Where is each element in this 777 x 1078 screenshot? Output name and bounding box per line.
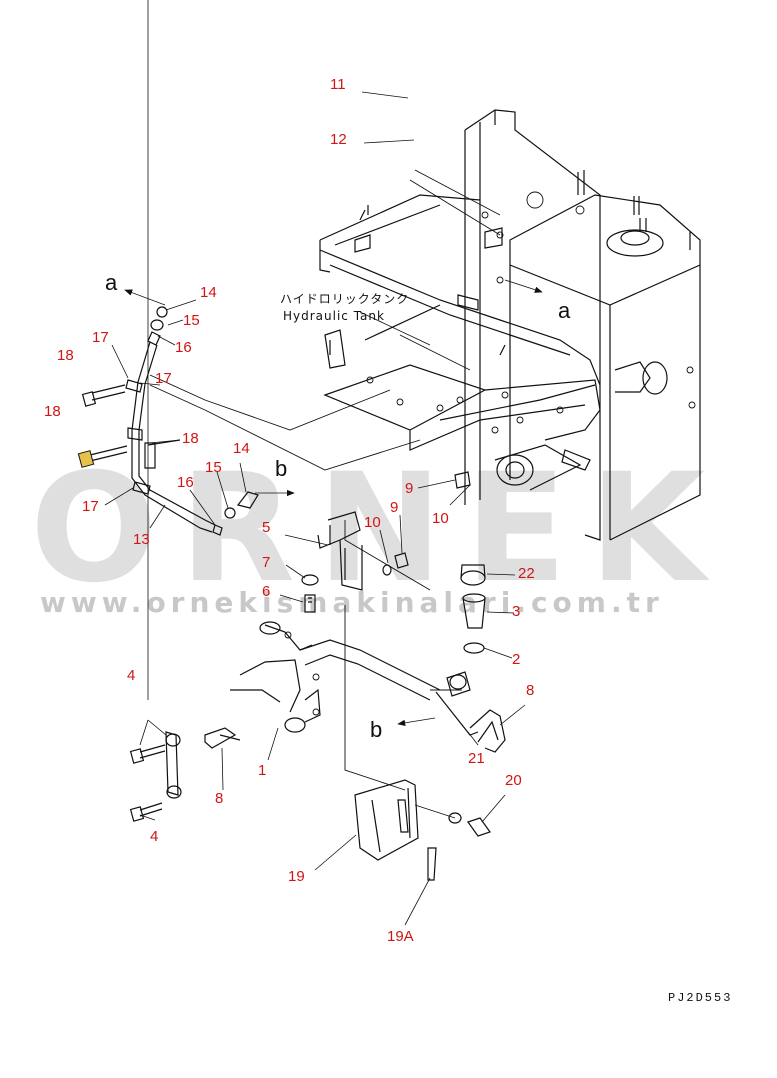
drawing-code: PJ2D553 (668, 991, 732, 1005)
routing-arrows: a a b b (105, 270, 571, 742)
callout-9-lower: 9 (390, 499, 398, 516)
callout-20: 20 (505, 772, 522, 789)
callout-16-top: 16 (175, 339, 192, 356)
callout-3: 3 (512, 603, 520, 620)
callout-19A: 19A (387, 928, 414, 945)
callout-2: 2 (512, 651, 520, 668)
callout-14-bottom: 14 (233, 440, 250, 457)
callout-10-left: 10 (364, 514, 381, 531)
callout-1: 1 (258, 762, 266, 779)
callout-7: 7 (262, 554, 270, 571)
callout-15-bottom: 15 (205, 459, 222, 476)
pilot-line-assembly (77, 306, 259, 536)
callout-12: 12 (330, 131, 347, 148)
callout-8-left: 8 (215, 790, 223, 807)
watermark-brand: ORNEK (30, 442, 727, 616)
leader-lines (104, 0, 526, 926)
callout-11: 11 (330, 76, 346, 93)
callout-16-bottom: 16 (177, 474, 194, 491)
lower-pipe-assembly (129, 605, 506, 881)
callout-4-top: 4 (127, 667, 135, 684)
callout-18-top: 18 (57, 347, 74, 364)
callout-17-top: 17 (92, 329, 109, 346)
callout-14-top: 14 (200, 284, 217, 301)
callout-8-right: 8 (526, 682, 534, 699)
watermark: ORNEK www.ornekismakinalari.com.tr (30, 442, 727, 619)
hose-routing (149, 169, 501, 471)
callout-21: 21 (468, 750, 485, 767)
breather-assembly (430, 564, 486, 697)
callout-22: 22 (518, 565, 535, 582)
arrow-label-b-bottom: b (370, 717, 382, 742)
tank-label-japanese: ハイドロリックタンク (280, 292, 409, 306)
tank-frame (319, 194, 601, 471)
callout-6: 6 (262, 583, 270, 600)
arrow-label-b-top: b (275, 456, 287, 481)
callout-15-top: 15 (183, 312, 200, 329)
tank-label-english: Hydraulic Tank (283, 309, 385, 323)
callout-5: 5 (262, 519, 270, 536)
arrow-label-a-left: a (105, 270, 118, 295)
callout-17-bottom: 17 (82, 498, 99, 515)
callout-13: 13 (133, 531, 150, 548)
callout-18-left: 18 (44, 403, 61, 420)
callout-4-bottom: 4 (150, 828, 158, 845)
callout-9-top: 9 (405, 480, 413, 497)
callout-18-right: 18 (182, 430, 199, 447)
callout-10-right: 10 (432, 510, 449, 527)
callout-numbers: 11 12 14 15 16 17 18 17 18 18 14 15 16 1… (44, 76, 535, 945)
arrow-label-a-right: a (558, 298, 571, 323)
tank-label: ハイドロリックタンク Hydraulic Tank (280, 292, 409, 323)
callout-17-middle: 17 (155, 370, 172, 387)
hydraulic-tank (464, 109, 701, 541)
watermark-url: www.ornekismakinalari.com.tr (40, 586, 664, 619)
callout-19: 19 (288, 868, 305, 885)
